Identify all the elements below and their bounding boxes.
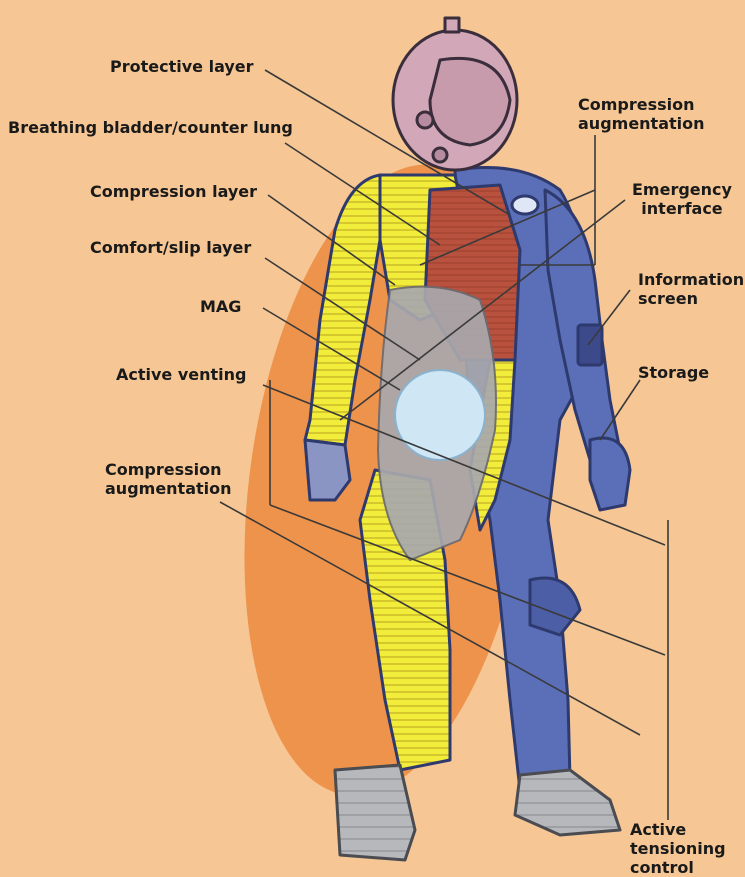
label-line: Compression: [105, 460, 232, 479]
label-breathing-bladder: Breathing bladder/counter lung: [8, 118, 293, 137]
label-storage: Storage: [638, 363, 709, 382]
label-line: Compression: [578, 95, 705, 114]
label-compression-layer: Compression layer: [90, 182, 257, 201]
label-compression-augmentation-left: Compression augmentation: [105, 460, 232, 498]
active-venting-disc: [395, 370, 485, 460]
label-line: augmentation: [105, 479, 232, 498]
label-line: Active: [630, 820, 726, 839]
label-line: Information: [638, 270, 744, 289]
label-protective-layer: Protective layer: [110, 57, 254, 76]
label-active-tensioning-control: Active tensioning control: [630, 820, 726, 877]
label-emergency-interface: Emergency interface: [632, 180, 732, 218]
label-line: control: [630, 858, 726, 877]
label-line: augmentation: [578, 114, 705, 133]
label-compression-augmentation-right: Compression augmentation: [578, 95, 705, 133]
boots: [335, 765, 620, 860]
label-line: tensioning: [630, 839, 726, 858]
label-active-venting: Active venting: [116, 365, 247, 384]
label-line: screen: [638, 289, 744, 308]
label-line: interface: [632, 199, 732, 218]
label-line: Emergency: [632, 180, 732, 199]
label-information-screen: Information screen: [638, 270, 744, 308]
label-comfort-slip-layer: Comfort/slip layer: [90, 238, 251, 257]
label-mag: MAG: [200, 297, 241, 316]
helmet: [393, 18, 517, 170]
